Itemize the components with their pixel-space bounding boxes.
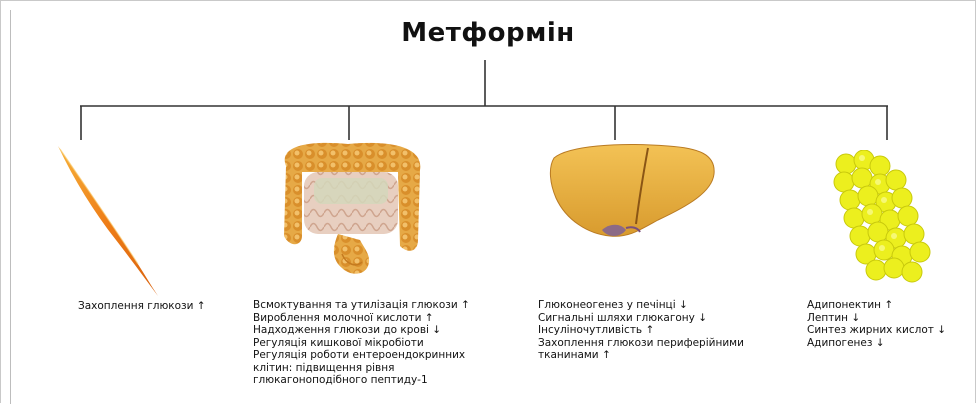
liver-illustration: [548, 140, 720, 250]
liver-effects-label: Глюконеогенез у печінці ↓ Сигнальні шлях…: [538, 299, 744, 362]
intestine-effect-line: Всмоктування та утилізація глюкози ↑: [253, 299, 470, 312]
adipose-effect-line: Адипогенез ↓: [807, 337, 946, 350]
muscle-effect-line: Захоплення глюкози ↑: [78, 300, 206, 313]
adipose-effect-line: Синтез жирних кислот ↓: [807, 324, 946, 337]
intestine-effect-line: Регуляція кишкової мікробіоти: [253, 337, 470, 350]
liver-effect-line: Захоплення глюкози периферійними: [538, 337, 744, 350]
muscle-illustration: [50, 140, 170, 300]
intestine-effects-label: Всмоктування та утилізація глюкози ↑ Вир…: [253, 299, 470, 387]
intestine-effect-line: клітин: підвищення рівня: [253, 362, 470, 375]
intestine-effect-line: Надходження глюкози до крові ↓: [253, 324, 470, 337]
liver-effect-line: тканинами ↑: [538, 349, 744, 362]
liver-effect-line: Сигнальні шляхи глюкагону ↓: [538, 312, 744, 325]
muscle-effects-label: Захоплення глюкози ↑: [78, 300, 206, 313]
intestine-effect-line: глюкагоноподібного пептиду-1: [253, 374, 470, 387]
intestine-illustration: [268, 136, 434, 286]
adipose-illustration: [830, 150, 936, 290]
adipose-effect-line: Лептин ↓: [807, 312, 946, 325]
liver-effect-line: Глюконеогенез у печінці ↓: [538, 299, 744, 312]
liver-effect-line: Інсуліночутливість ↑: [538, 324, 744, 337]
intestine-effect-line: Регуляція роботи ентероендокринних: [253, 349, 470, 362]
adipose-effects-label: Адипонектин ↑ Лептин ↓ Синтез жирних кис…: [807, 299, 946, 349]
intestine-effect-line: Вироблення молочної кислоти ↑: [253, 312, 470, 325]
adipose-effect-line: Адипонектин ↑: [807, 299, 946, 312]
